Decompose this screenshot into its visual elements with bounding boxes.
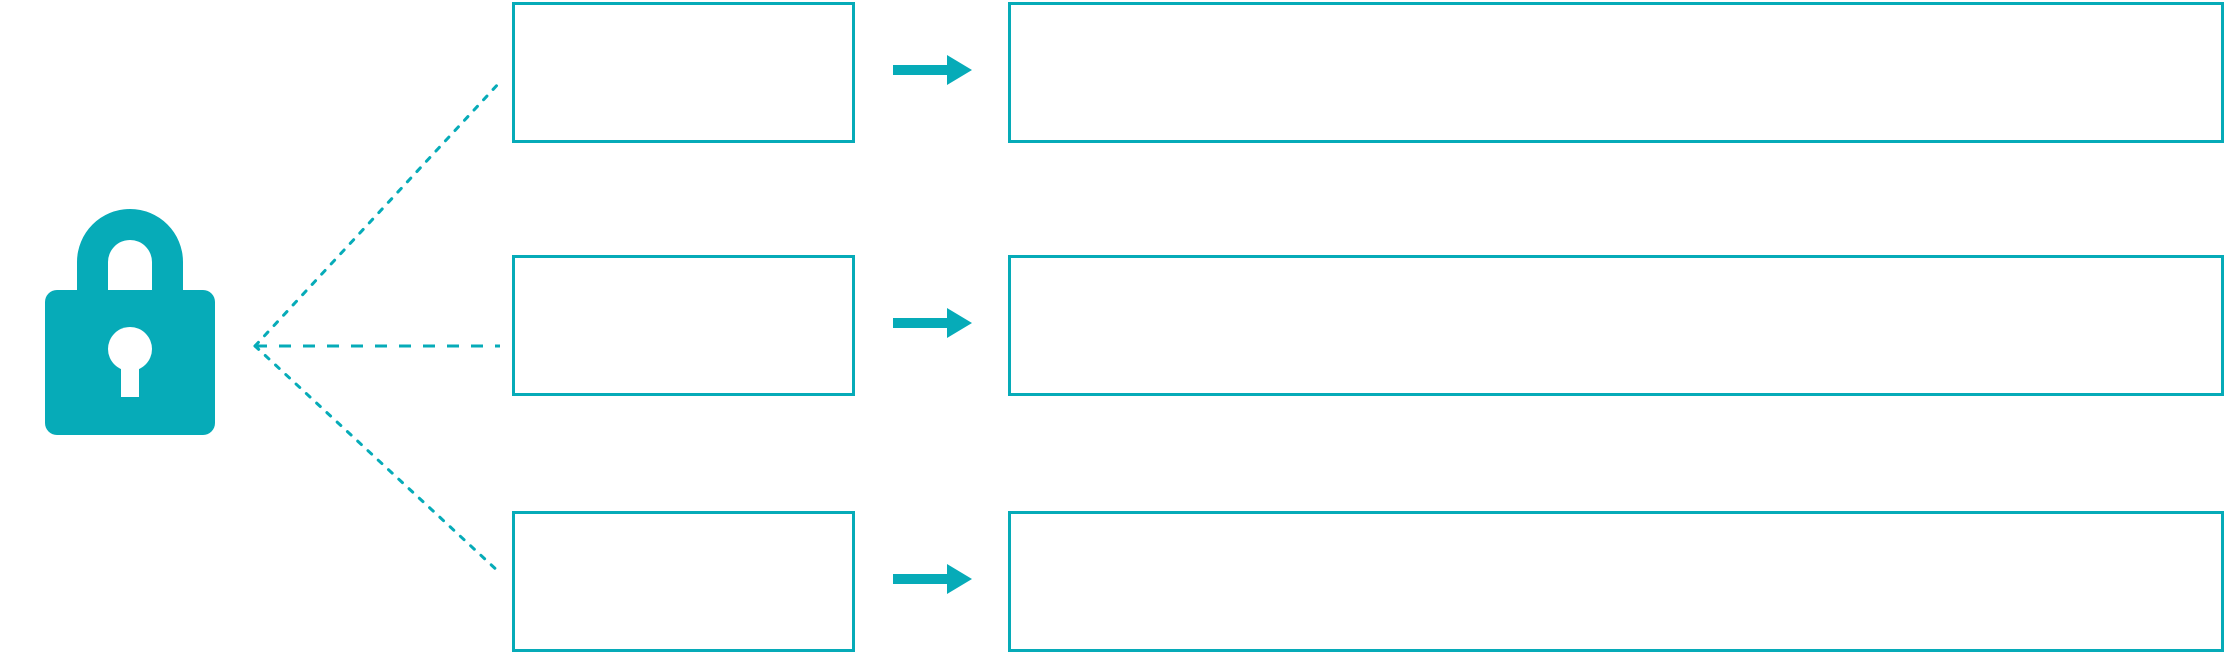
- row-3-group: [512, 511, 2224, 652]
- row-2-left-box[interactable]: [512, 255, 855, 396]
- row-1-group: [512, 2, 2224, 143]
- row-2-right-box[interactable]: [1008, 255, 2224, 396]
- connector-group: [253, 80, 502, 575]
- row-1-arrow-right-icon: [893, 55, 972, 85]
- lock-keyhole-stem: [121, 349, 139, 397]
- lock-shackle: [77, 209, 183, 300]
- lock-icon: [45, 209, 215, 435]
- row-2-group: [512, 255, 2224, 396]
- connector-to-row-1: [253, 80, 502, 348]
- row-1-left-box[interactable]: [512, 2, 855, 143]
- row-3-arrow-right-icon: [893, 564, 972, 594]
- row-2-arrow-right-icon: [893, 308, 972, 338]
- row-3-right-box[interactable]: [1008, 511, 2224, 652]
- row-3-left-box[interactable]: [512, 511, 855, 652]
- row-1-right-box[interactable]: [1008, 2, 2224, 143]
- connector-to-row-3: [253, 344, 502, 575]
